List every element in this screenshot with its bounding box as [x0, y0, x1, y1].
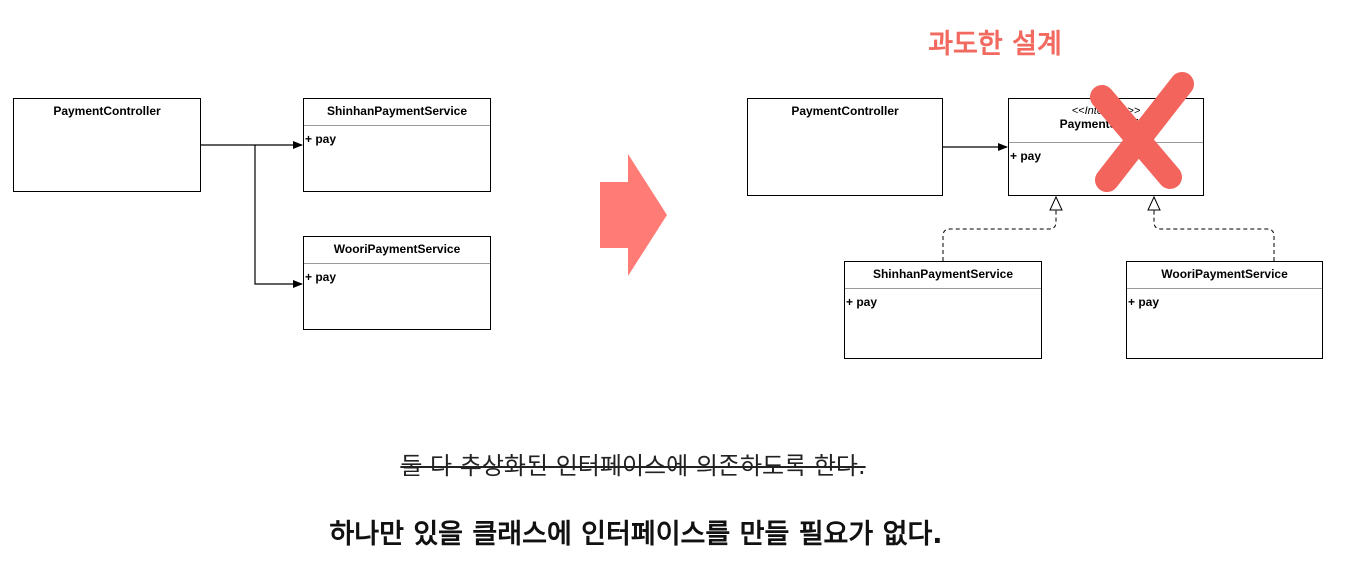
- main-caption: 하나만 있을 클래스에 인터페이스를 만들 필요가 없다.: [329, 519, 943, 550]
- before-controller-to-woori-arrow: [254, 145, 303, 288]
- class-attribute: + pay: [1010, 149, 1042, 163]
- class-name: ShinhanPaymentService: [304, 99, 490, 126]
- struck-caption: 둘 다 추상화된 인터페이스에 의존하도록 한다.: [400, 452, 866, 480]
- after-shinhan-realization-link: [942, 195, 1063, 261]
- after-shinhan-payment-service-class: ShinhanPaymentService + pay: [844, 261, 1042, 359]
- before-woori-payment-service-class: WooriPaymentService + pay: [303, 236, 491, 330]
- class-attribute: + pay: [846, 295, 878, 309]
- class-attribute: + pay: [305, 132, 337, 146]
- transition-arrow-icon: [600, 154, 667, 276]
- after-woori-realization-link: [1147, 195, 1275, 261]
- after-payment-controller-class: PaymentController: [747, 98, 943, 196]
- class-name: WooriPaymentService: [1127, 262, 1322, 289]
- class-name: PaymentController: [53, 104, 161, 118]
- class-attribute: + pay: [1128, 295, 1160, 309]
- class-attribute: + pay: [305, 270, 337, 284]
- class-name: PaymentController: [791, 104, 899, 118]
- after-woori-payment-service-class: WooriPaymentService + pay: [1126, 261, 1323, 359]
- before-shinhan-payment-service-class: ShinhanPaymentService + pay: [303, 98, 491, 192]
- class-name: WooriPaymentService: [304, 237, 490, 264]
- before-payment-controller-class: PaymentController: [13, 98, 201, 192]
- overdesign-title: 과도한 설계: [928, 29, 1062, 60]
- class-name: ShinhanPaymentService: [845, 262, 1041, 289]
